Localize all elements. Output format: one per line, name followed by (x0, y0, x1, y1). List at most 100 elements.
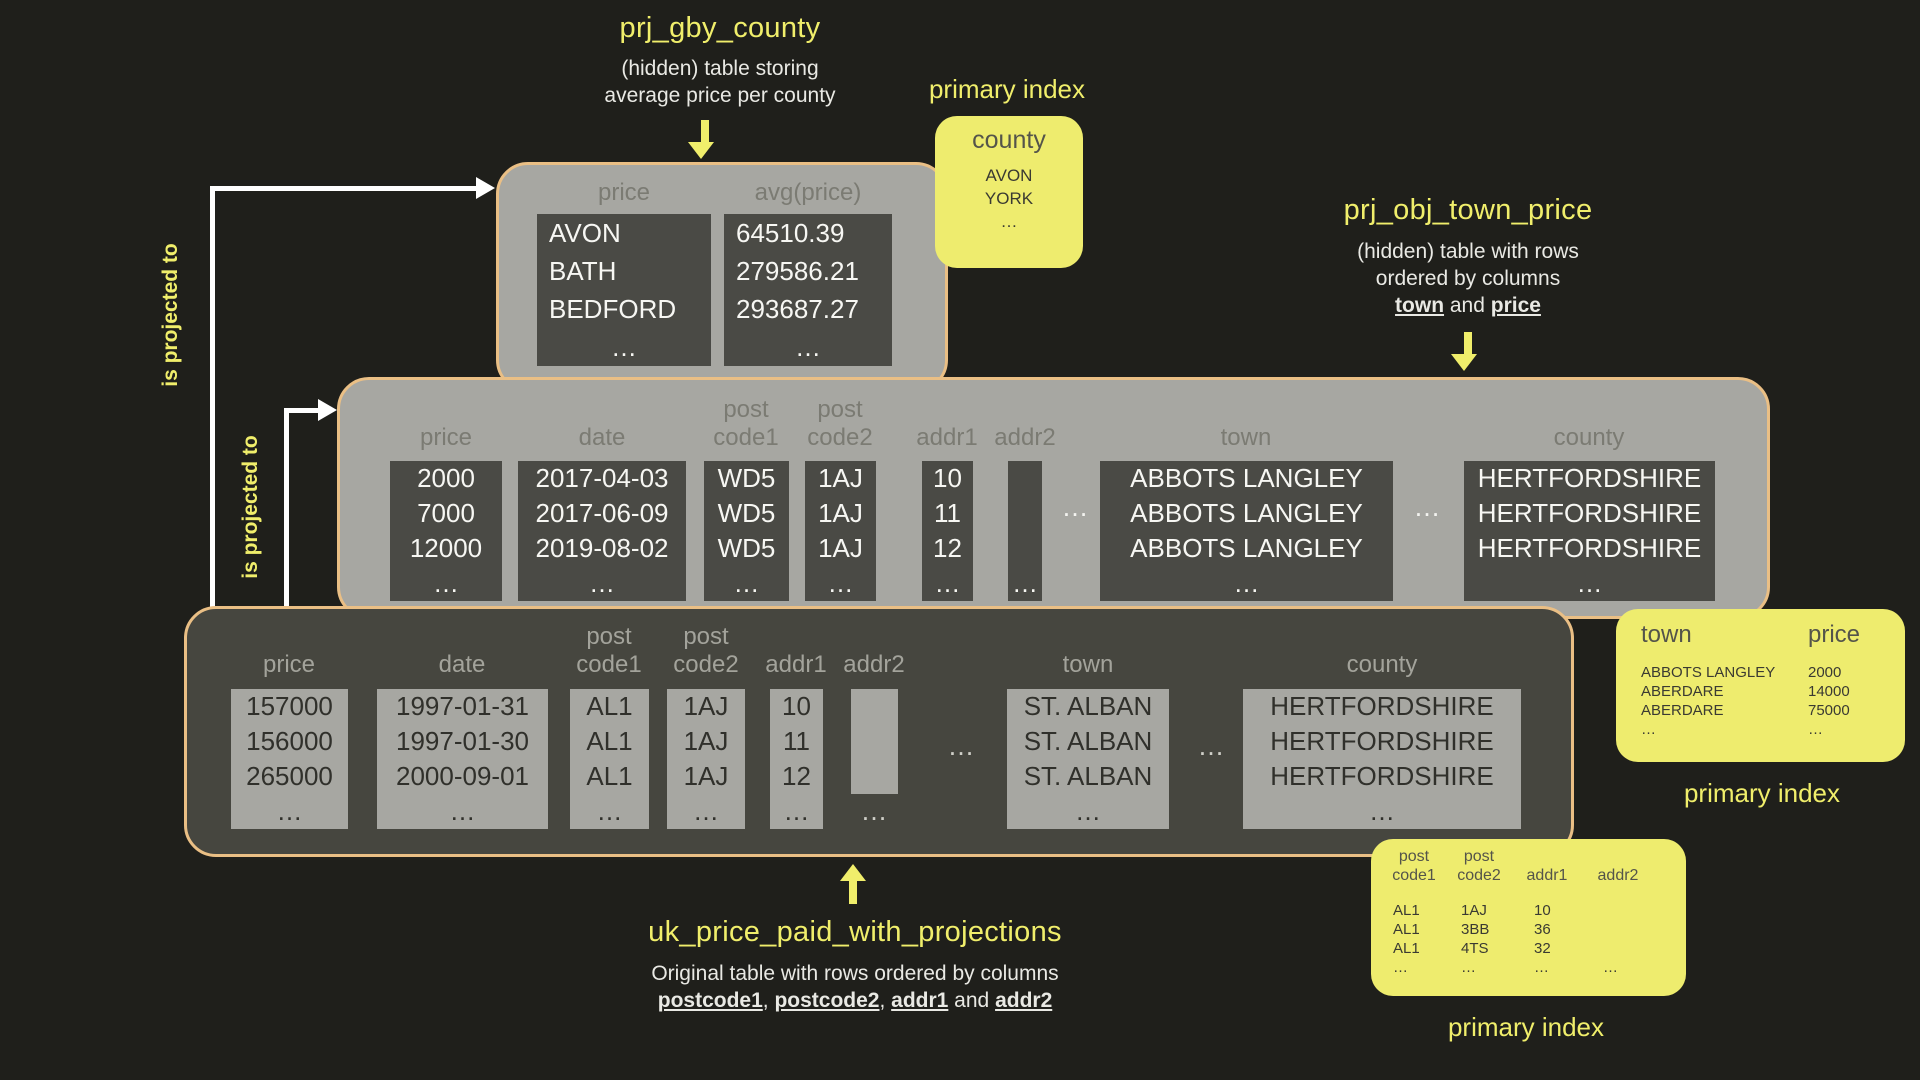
arrow-base-to-obj-vertical (284, 408, 289, 608)
cell-value: 2019-08-02 (535, 533, 669, 563)
base-order-col-postcode2: postcode2 (774, 989, 880, 1012)
cell-value: AL1 (1393, 902, 1420, 919)
postcode-index-col4-values: … (1603, 901, 1618, 977)
cell-value: 1AJ (683, 691, 729, 721)
base-order-col-addr2: addr2 (995, 989, 1053, 1012)
cell-value (851, 759, 898, 794)
cell-value: 265000 (246, 761, 333, 791)
arrow-base-to-gby-vertical (210, 186, 215, 608)
base-order-line: postcode1, postcode2, addr1 and addr2 (455, 987, 1255, 1014)
cell-value: ABBOTS LANGLEY (1641, 664, 1776, 681)
cell-value: ABERDARE (1641, 702, 1724, 719)
gby-header-price: price (597, 179, 651, 206)
cell-value (1603, 939, 1618, 958)
base-title: uk_price_paid_with_projections (648, 916, 1062, 948)
cell-value: AVON (985, 166, 1033, 185)
cell-value: … (433, 568, 459, 598)
cell-value: 1AJ (683, 726, 729, 756)
cell-value: 1AJ (683, 761, 729, 791)
cell-value (1008, 496, 1042, 531)
obj-title: prj_obj_town_price (1343, 194, 1593, 226)
cell-value: 12 (933, 533, 962, 563)
obj-header-date: date (578, 424, 626, 451)
cell-value: 2000 (1808, 664, 1842, 681)
cell-value: AL1 (586, 691, 633, 721)
cell-value: 32 (1534, 940, 1551, 957)
cell-value: … (1393, 959, 1408, 976)
cell-value: HERTFORDSHIRE (1270, 691, 1494, 721)
base-column-town: ST. ALBAN ST. ALBAN ST. ALBAN … (1007, 689, 1169, 829)
cell-value: ABBOTS LANGLEY (1130, 463, 1363, 493)
cell-value: … (1808, 721, 1823, 738)
arrow-base-to-obj-horizontal (284, 408, 320, 413)
cell-value: ST. ALBAN (1023, 691, 1153, 721)
cell-value: 156000 (246, 726, 333, 756)
base-header-addr1: addr1 (765, 651, 827, 678)
obj-header-postcode2: post code2 (807, 396, 873, 451)
cell-value: 293687.27 (736, 294, 859, 324)
cell-value: 4TS (1461, 940, 1489, 957)
cell-value: … (1576, 568, 1603, 598)
base-order-col-addr1: addr1 (891, 989, 949, 1012)
gby-pointer-arrow-head (688, 142, 714, 159)
cell-value: ABBOTS LANGLEY (1130, 533, 1363, 563)
cell-value: ST. ALBAN (1023, 726, 1153, 756)
cell-value: WD5 (717, 498, 776, 528)
primary-index-label-town-price: primary index (1683, 778, 1841, 808)
base-header-town: town (1062, 651, 1114, 678)
cell-value: … (276, 796, 303, 826)
county-index-header: county (972, 126, 1046, 154)
cell-value: … (1461, 959, 1476, 976)
primary-index-label-postcode: primary index (1447, 1012, 1605, 1042)
cell-value (1008, 531, 1042, 566)
cell-value: … (1233, 568, 1260, 598)
cell-value: … (1603, 959, 1618, 976)
cell-value: 64510.39 (736, 218, 845, 248)
gby-subtitle: (hidden) table storing average price per… (500, 55, 940, 109)
cell-value: 1AJ (818, 463, 863, 493)
town-price-index-header-town: town (1641, 621, 1692, 648)
cell-value: BEDFORD (549, 294, 677, 324)
cell-value: … (733, 568, 760, 598)
cell-value: ABERDARE (1641, 683, 1724, 700)
gby-subtitle-line2: average price per county (604, 84, 836, 107)
cell-value: 2017-06-09 (535, 498, 669, 528)
postcode-index-header-postcode2: post code2 (1457, 848, 1501, 884)
base-columns-ellipsis-2: … (1197, 731, 1225, 761)
arrow-base-to-gby-horizontal (210, 186, 478, 191)
cell-value: ABBOTS LANGLEY (1130, 498, 1363, 528)
cell-value: HERTFORDSHIRE (1270, 761, 1494, 791)
obj-order-col-price: price (1490, 294, 1541, 317)
cell-value: WD5 (717, 533, 776, 563)
base-subtitle-line1: Original table with rows ordered by colu… (651, 962, 1059, 985)
cell-value: 11 (783, 726, 810, 756)
cell-value: 1997-01-31 (396, 691, 529, 721)
gby-header-avg-price: avg(price) (754, 179, 862, 206)
cell-value: ST. ALBAN (1023, 761, 1153, 791)
cell-value: 10 (782, 691, 811, 721)
cell-value: … (1075, 796, 1101, 826)
obj-pointer-arrow-head (1451, 354, 1477, 371)
cell-value: 1AJ (818, 533, 863, 563)
cell-value: HERTFORDSHIRE (1477, 463, 1702, 493)
cell-value: … (1534, 959, 1549, 976)
cell-value: … (596, 796, 623, 826)
cell-value (851, 724, 898, 759)
cell-value: … (449, 796, 476, 826)
cell-value: 2000 (417, 463, 475, 493)
postcode-index-header-postcode1: post code1 (1392, 848, 1436, 884)
obj-order-col-town: town (1395, 294, 1445, 317)
